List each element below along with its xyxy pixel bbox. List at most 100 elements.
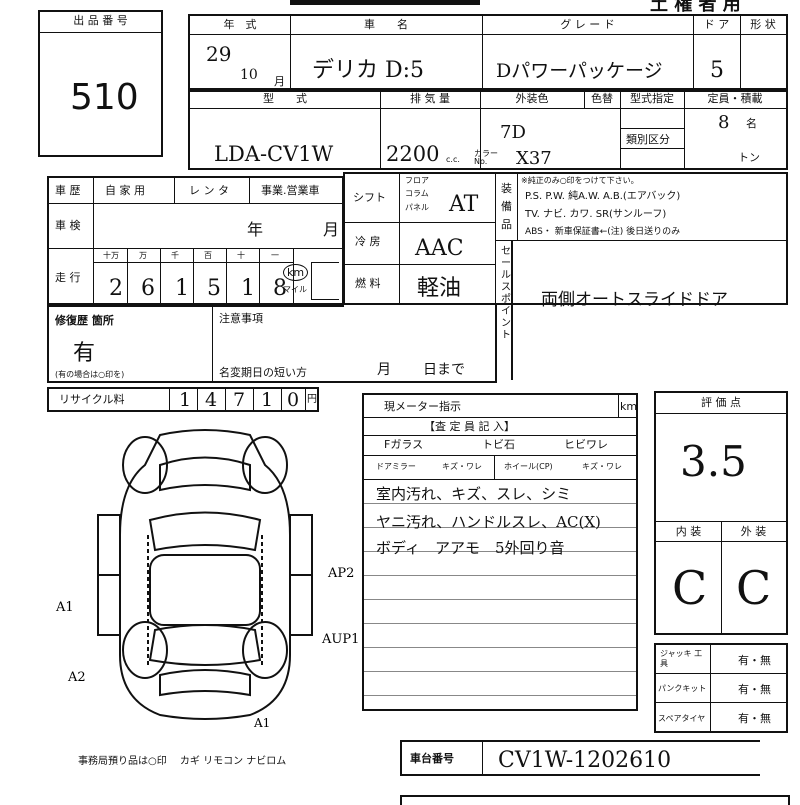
chassis-value: CV1W-1202610 bbox=[498, 748, 672, 773]
color-code-label: 色替 bbox=[591, 92, 613, 105]
inspection-month: 月 bbox=[323, 220, 340, 239]
model-label: 型 式 bbox=[263, 92, 307, 105]
recycle-digit-2: 7 bbox=[233, 389, 246, 411]
repair-value: 有 bbox=[73, 341, 96, 366]
shift-option-column: コラム bbox=[405, 189, 429, 198]
repair-box: 修復歴 箇所 有 (有の場合は○印を) 注意事項 名変期日の短い方 月 日まで bbox=[47, 303, 497, 383]
inspection-box: 現メーター指示 km 【査 定 員 記 入】 Fガラス トビ石 ヒビワレ ドアミ… bbox=[362, 393, 638, 711]
notes-label: 注意事項 bbox=[219, 312, 263, 325]
history-box: 車 歴 自 家 用 レ ン タ 事業.営業車 車 検 年 月 走 行 十万 万 … bbox=[47, 176, 344, 307]
interior-value: C bbox=[672, 561, 708, 615]
jack-options: 有・無 bbox=[738, 654, 771, 667]
chassis-box: 車台番号 CV1W-1202610 bbox=[400, 740, 760, 776]
class-label: 類別区分 bbox=[626, 133, 670, 146]
damage-mark-1: A1 bbox=[55, 600, 74, 615]
inspector-label: 【査 定 員 記 入】 bbox=[424, 420, 515, 433]
car-name-value: デリカ D:5 bbox=[312, 58, 425, 83]
spare-label: スペアタイヤ bbox=[658, 714, 706, 723]
equip-label: 装 備 品 bbox=[501, 182, 512, 231]
remark-line-3: ボディ アアモ 5外回り音 bbox=[376, 539, 565, 557]
damage-mark-2: A2 bbox=[67, 670, 86, 685]
equipment-box: シフト フロア コラム パネル AT 冷 房 AAC 燃 料 軽油 装 備 品 … bbox=[343, 172, 788, 341]
color-label: 外装色 bbox=[515, 92, 549, 105]
evaluation-box: 評 価 点 3.5 内 装 外 装 C C bbox=[654, 391, 788, 635]
cc-unit: c.c. bbox=[446, 155, 460, 164]
interior-label: 内 装 bbox=[675, 525, 702, 538]
capacity-unit: 名 bbox=[746, 117, 757, 130]
model-value: LDA-CV1W bbox=[214, 142, 334, 166]
mileage-label: 走 行 bbox=[55, 271, 81, 284]
rental-option: レ ン タ bbox=[189, 184, 229, 197]
history-label: 車 歴 bbox=[55, 184, 81, 197]
capacity-value: 8 bbox=[718, 112, 730, 133]
digit-unit-3: 百 bbox=[204, 251, 212, 260]
load-unit: トン bbox=[738, 151, 760, 164]
displacement-value: 2200 bbox=[386, 142, 440, 166]
fuel-label: 燃 料 bbox=[355, 277, 381, 290]
recycle-box: リサイクル料 1 4 7 1 0 円 bbox=[47, 387, 319, 412]
capacity-label: 定員・積載 bbox=[707, 92, 763, 105]
recycle-digit-0: 1 bbox=[179, 389, 192, 411]
grade-label: グ レ ー ド bbox=[560, 18, 615, 31]
digit-unit-1: 万 bbox=[139, 251, 147, 260]
mirror-options: キズ・ワレ bbox=[442, 462, 482, 471]
score-value: 3.5 bbox=[680, 437, 747, 486]
doors-value: 5 bbox=[710, 58, 724, 83]
remark-line-1: 室内汚れ、キズ、スレ、シミ bbox=[376, 485, 572, 503]
equip-line-3: ABS・ 新車保証書←(注) 後日送りのみ bbox=[525, 227, 681, 237]
color-no-value: X37 bbox=[516, 148, 552, 169]
lot-label: 出 品 番 号 bbox=[73, 14, 128, 27]
equip-line-1: P.S. P.W. 純A.W. A.B.(エアバック) bbox=[525, 191, 681, 202]
ac-value: AAC bbox=[415, 236, 464, 261]
car-name-label: 車 名 bbox=[364, 18, 408, 31]
jack-label: ジャッキ 工 具 bbox=[660, 649, 703, 668]
shift-option-floor: フロア bbox=[405, 176, 429, 185]
shape-label: 形 状 bbox=[750, 18, 776, 31]
repair-note: (有の場合は○印を) bbox=[55, 370, 125, 379]
private-option: 自 家 用 bbox=[105, 184, 145, 197]
remark-line-2: ヤニ汚れ、ハンドルスレ、AC(X) bbox=[376, 513, 601, 531]
sales-label: セールスポイント bbox=[501, 246, 511, 341]
mileage-digit-2: 1 bbox=[175, 276, 189, 301]
recycle-digit-1: 4 bbox=[205, 389, 218, 411]
color-no-label: カラー No. bbox=[474, 149, 498, 166]
recycle-label: リサイクル料 bbox=[59, 393, 125, 406]
fuel-value: 軽油 bbox=[417, 276, 462, 301]
mileage-digit-0: 2 bbox=[109, 276, 123, 301]
business-option: 事業.営業車 bbox=[261, 184, 320, 197]
score-label: 評 価 点 bbox=[701, 396, 741, 409]
year-label: 年 式 bbox=[223, 18, 257, 31]
meter-unit: km bbox=[620, 400, 638, 413]
tools-box: ジャッキ 工 具 パンクキット スペアタイヤ 有・無 有・無 有・無 bbox=[654, 643, 788, 733]
inspection-year: 年 bbox=[247, 220, 264, 239]
shift-label: シフト bbox=[353, 191, 386, 204]
spare-options: 有・無 bbox=[738, 712, 771, 725]
recycle-digit-3: 1 bbox=[261, 389, 274, 411]
repair-label: 修復歴 箇所 bbox=[55, 314, 114, 327]
lot-box: 出 品 番 号 510 bbox=[38, 10, 163, 157]
mileage-digit-5: 8 bbox=[273, 276, 287, 301]
equip-note: ※純正のみ○印をつけて下さい。 bbox=[521, 176, 639, 185]
puncture-options: 有・無 bbox=[738, 683, 771, 696]
displacement-label: 排 気 量 bbox=[410, 92, 450, 105]
recycle-unit: 円 bbox=[307, 394, 317, 405]
digit-unit-2: 千 bbox=[171, 251, 179, 260]
digit-unit-5: 一 bbox=[271, 251, 279, 260]
equip-line-2: TV. ナビ. カワ. SR(サンルーフ) bbox=[525, 209, 667, 220]
expiry-month: 月 bbox=[377, 362, 391, 378]
mileage-digit-4: 1 bbox=[241, 276, 255, 301]
bottom-box bbox=[400, 795, 790, 805]
km-label: km bbox=[283, 264, 309, 281]
office-note: 事務局預り品は○印 カギ リモコン ナビロム bbox=[78, 756, 287, 767]
recycle-digit-4: 0 bbox=[287, 389, 300, 411]
meter-label: 現メーター指示 bbox=[384, 400, 461, 413]
glass-option-1: トビ石 bbox=[482, 438, 515, 451]
exterior-value: C bbox=[736, 561, 772, 615]
row2-box: 型 式 排 気 量 外装色 色替 型式指定 定員・積載 類別区分 LDA-CV1… bbox=[188, 88, 788, 170]
expiry-label: 名変期日の短い方 bbox=[219, 366, 307, 379]
digit-unit-4: 十 bbox=[237, 251, 245, 260]
sales-extension bbox=[493, 240, 513, 380]
header-title: 土 権 者 用 bbox=[650, 0, 741, 15]
doors-label: ド ア bbox=[703, 18, 730, 31]
year-value: 29 bbox=[206, 42, 232, 66]
